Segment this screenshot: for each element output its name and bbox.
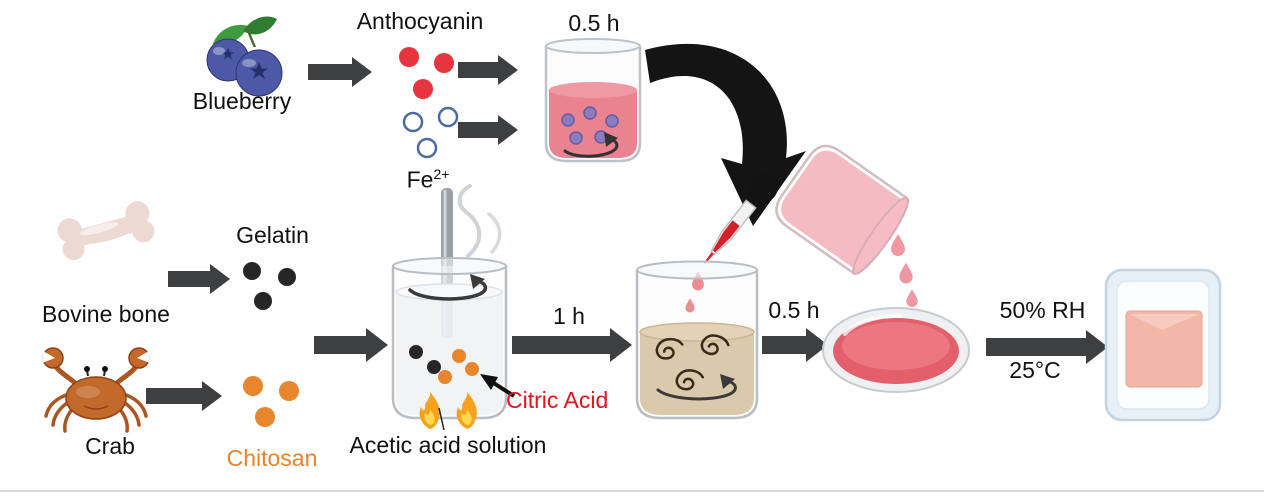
citric-acid-pointer-arrow xyxy=(480,374,516,398)
gelatin-dots xyxy=(243,262,296,310)
iron-charge: 2+ xyxy=(433,166,450,182)
flame-left-icon xyxy=(419,392,440,429)
iron-ion-label: Fe2+ xyxy=(394,166,462,193)
iron-ion-rings xyxy=(402,106,459,159)
stir-time-label: 1 h xyxy=(553,303,585,329)
polymer-coils xyxy=(655,334,730,391)
flame-right-icon xyxy=(456,392,477,429)
arrow-components-to-mixing-beaker xyxy=(314,328,388,362)
iron-symbol: Fe xyxy=(406,166,434,193)
chitosan-label: Chitosan xyxy=(226,445,318,471)
steam-icon xyxy=(457,184,502,258)
pouring-beaker-icon xyxy=(775,144,909,275)
extraction-beaker-icon xyxy=(544,38,642,163)
anthocyanin-dots xyxy=(399,47,454,99)
film-sample xyxy=(1125,310,1203,388)
mixing-beaker-liquid xyxy=(396,292,503,415)
process-arrows xyxy=(146,55,1108,411)
crab-icon xyxy=(42,347,150,433)
gelatin-label: Gelatin xyxy=(236,222,309,248)
arrow-bone-to-gelatin xyxy=(168,264,230,294)
mixing-dots xyxy=(409,345,479,384)
film-dish-icon xyxy=(1104,268,1222,422)
anthocyanin-label: Anthocyanin xyxy=(356,8,484,34)
anthocyanin-iron-complex-dots xyxy=(561,106,619,145)
blueberry-label: Blueberry xyxy=(192,88,292,114)
arrow-blueberry-to-anthocyanin xyxy=(308,57,372,87)
extraction-time-label: 0.5 h xyxy=(568,10,620,36)
stir-swirl-icon xyxy=(563,132,619,158)
mixing-swirl-icon xyxy=(408,274,488,301)
arrow-1h xyxy=(512,328,632,362)
arrow-drying xyxy=(986,330,1108,364)
arrow-iron-to-beaker xyxy=(458,115,518,145)
reaction-swirl-icon xyxy=(656,374,737,401)
blueberry-icon xyxy=(206,16,283,97)
acetic-acid-pointer-line xyxy=(438,407,445,431)
arrow-crab-to-chitosan xyxy=(146,381,222,411)
humidity-label: 50% RH xyxy=(999,297,1086,323)
pour-drops-icon xyxy=(891,234,918,307)
arrow-anthocyanin-to-beaker xyxy=(458,55,518,85)
arrow-05h xyxy=(762,328,828,362)
temperature-label: 25°C xyxy=(1009,357,1061,383)
bone-icon xyxy=(57,201,155,261)
mix-time-label: 0.5 h xyxy=(768,297,820,323)
petri-dish-icon xyxy=(822,307,970,393)
bovine-bone-label: Bovine bone xyxy=(42,301,170,327)
mixing-beaker-station xyxy=(391,184,516,431)
acetic-acid-label: Acetic acid solution xyxy=(349,432,547,458)
crab-label: Crab xyxy=(85,433,135,459)
reaction-beaker-icon xyxy=(635,260,759,420)
pipette-icon xyxy=(704,172,779,264)
chitosan-dots xyxy=(243,376,299,427)
bottom-rule xyxy=(0,490,1264,492)
citric-acid-label: Citric Acid xyxy=(506,387,609,413)
